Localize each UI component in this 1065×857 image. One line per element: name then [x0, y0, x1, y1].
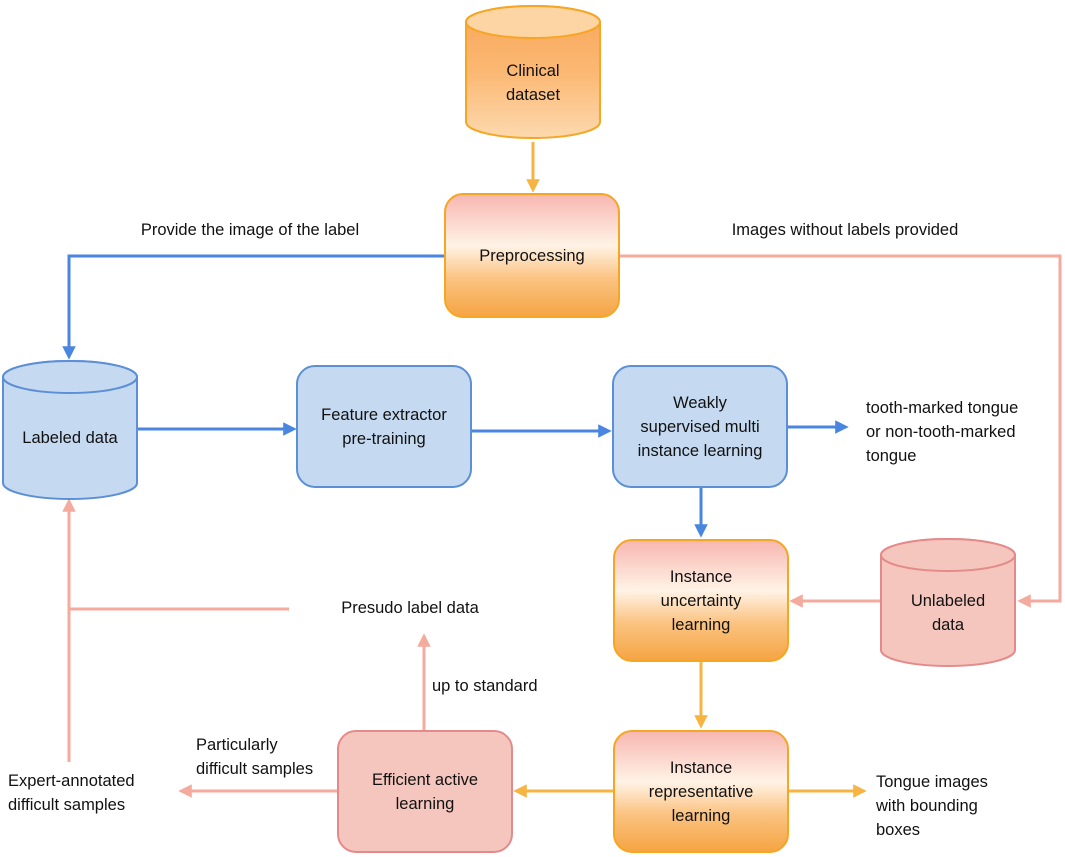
clinical-dataset-cylinder — [465, 5, 601, 139]
images-without-labels-label: Images without labels provided — [731, 221, 959, 239]
provide-image-label: Provide the image of the label — [140, 221, 360, 239]
arrow-preprocessing-to-labeled — [62, 254, 445, 360]
labeled-data-cylinder — [1, 360, 138, 500]
presudo-label-data-label: Presudo label data — [341, 599, 479, 617]
up-to-standard-label: up to standard — [432, 677, 538, 695]
weakly-supervised-box — [612, 365, 788, 488]
feature-extractor-box — [296, 365, 472, 488]
efficient-active-box — [337, 730, 513, 853]
arrow-preprocessing-to-unlabeled — [619, 254, 1062, 608]
unlabeled-data-cylinder — [880, 538, 1016, 667]
labeled-data-label: Labeled data — [22, 429, 118, 447]
preprocessing-label: Preprocessing — [479, 246, 585, 265]
preprocessing-box — [444, 193, 620, 318]
instance-uncertainty-box — [613, 539, 789, 662]
instance-representative-box — [613, 730, 789, 853]
